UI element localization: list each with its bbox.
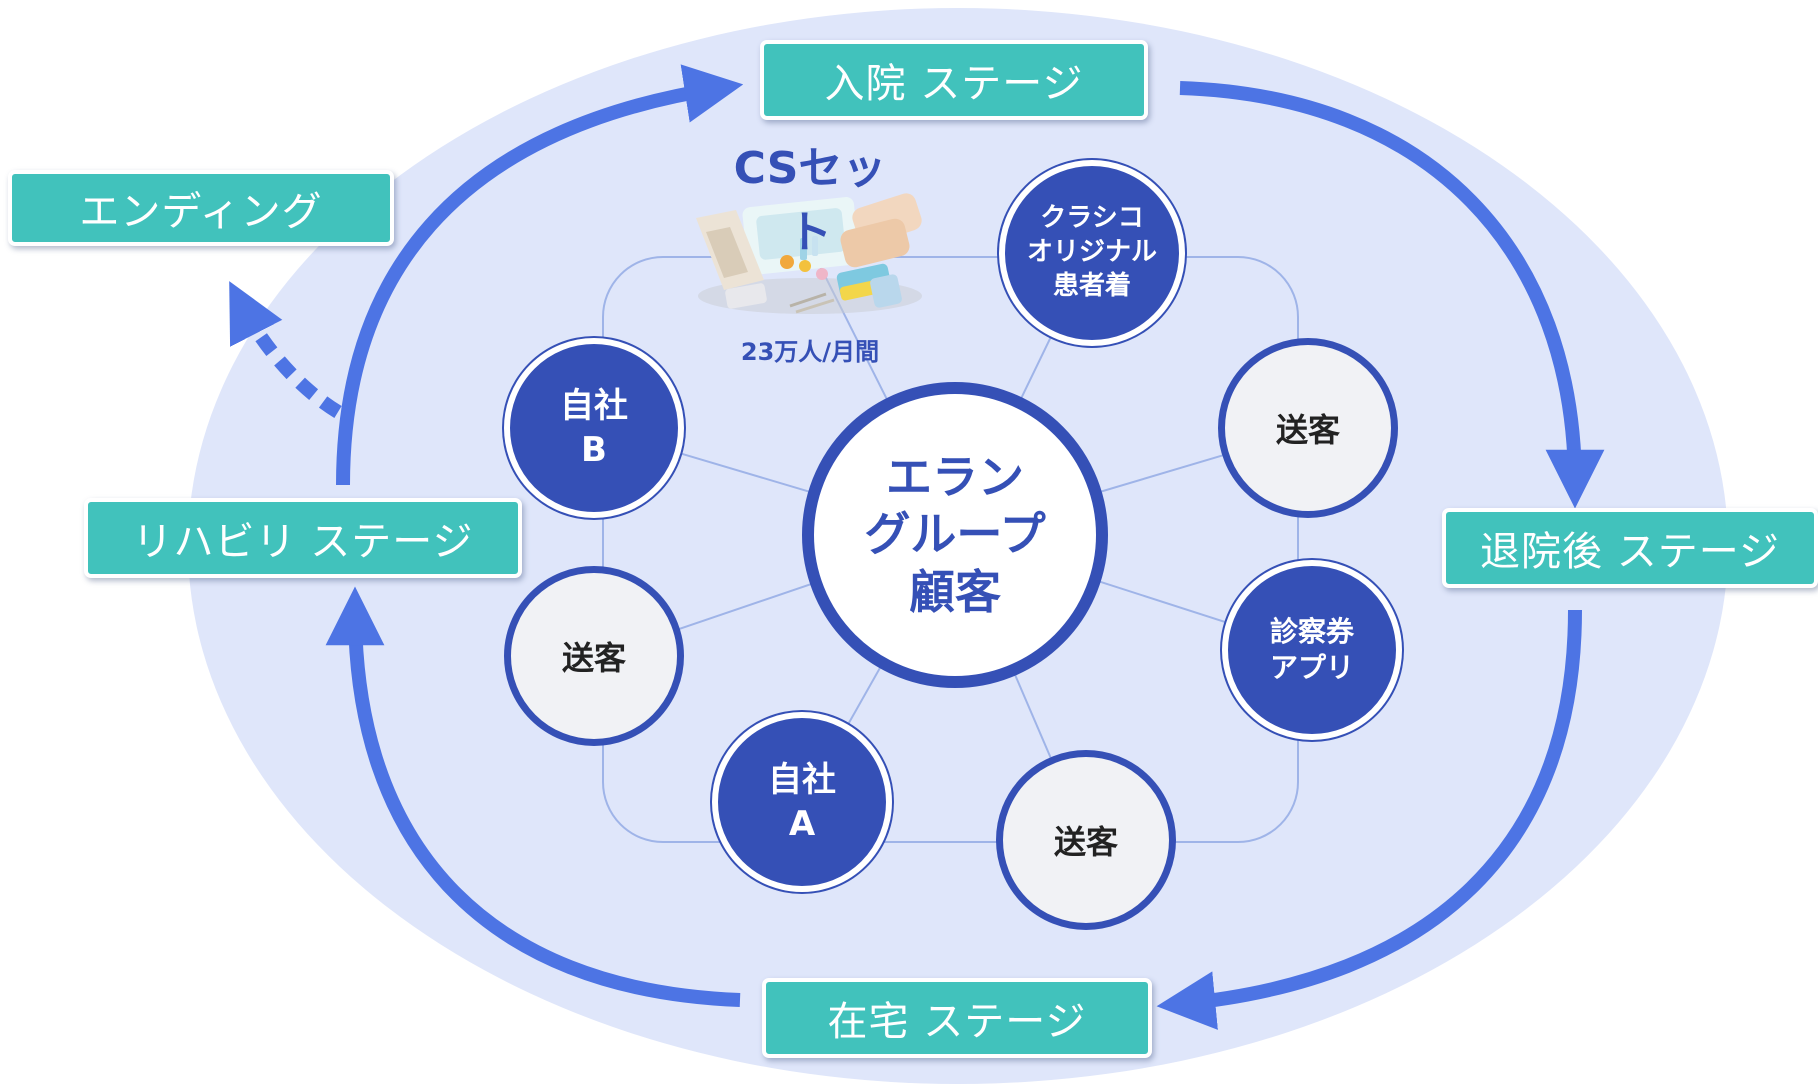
center-line-1: エラン [886,449,1024,504]
stage-nyuin: 入院 ステージ [760,40,1148,120]
soukyaku-left-label: 送客 [561,639,626,677]
node-jisha-b: 自社 B [504,338,684,518]
stage-ending: エンディング [8,170,394,246]
stage-rihabiri: リハビリ ステージ [84,498,522,578]
kurashiko-line-2: オリジナル [1026,237,1157,268]
kurashiko-line-3: 患者着 [1052,270,1131,301]
center-line-3: 顧客 [909,564,1001,619]
arrow-to-zaitaku [1156,609,1582,1030]
stage-taiingo: 退院後 ステージ [1442,508,1818,588]
jisha-a-line-2: A [788,804,816,844]
cs-set-title: CSセット [733,143,887,258]
arrow-to-ending [229,281,342,418]
cs-set-caption: 23万人/月間 [740,338,880,366]
node-jisha-a: 自社 A [712,712,892,892]
jisha-b-line-2: B [581,430,607,470]
node-shinsatsuken-app: 診察券 アプリ [1222,560,1402,740]
soukyaku-right-label: 送客 [1275,411,1340,449]
arrow-to-taiingo [1179,81,1605,509]
node-soukyaku-right: 送客 [1218,338,1398,518]
center-node-elan-group-customers: エラン グループ 顧客 [802,382,1108,688]
soukyaku-bottom-label: 送客 [1053,823,1118,861]
shinsatsuken-line-1: 診察券 [1269,614,1354,648]
kurashiko-line-1: クラシコ [1040,203,1144,234]
arrow-to-rihabiri [325,586,741,1007]
inner-ring [602,256,1299,843]
node-kurashiko-patient-gown: クラシコ オリジナル 患者着 [999,160,1185,346]
jisha-b-line-1: 自社 [560,385,628,426]
node-soukyaku-bottom: 送客 [996,750,1176,930]
center-line-2: グループ [864,507,1046,562]
stage-zaitaku: 在宅 ステージ [762,978,1152,1058]
cs-set-image [696,193,922,314]
arrow-to-nyuin [336,64,744,486]
shinsatsuken-line-2: アプリ [1269,651,1354,684]
node-soukyaku-left: 送客 [504,566,684,746]
jisha-a-line-1: 自社 [768,759,836,800]
